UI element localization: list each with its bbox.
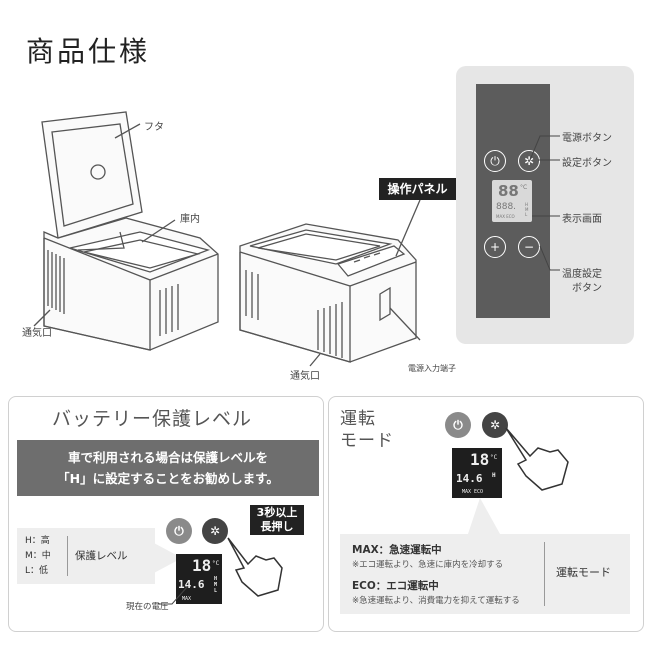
mode-lcd: 18 °C 14.6 H MAX ECO — [452, 448, 502, 498]
plus-icon: + — [489, 240, 501, 254]
control-panel-badge: 操作パネル — [379, 178, 456, 200]
power-input-label: 電源入力端子 — [408, 364, 456, 373]
vent-label-left: 通気口 — [22, 328, 52, 339]
long-press-badge: 3秒以上 長押し — [250, 505, 304, 535]
settings-button-battery[interactable]: ✲ — [202, 518, 228, 544]
minus-icon: − — [523, 240, 535, 254]
level-arrow — [152, 542, 182, 574]
voltage-leader-line — [158, 585, 189, 605]
battery-heading: バッテリー保護レベル — [52, 408, 253, 430]
cooler-illustration — [33, 111, 421, 367]
power-icon: ⏻ — [174, 524, 184, 538]
temp-down-button[interactable]: − — [518, 236, 540, 258]
power-button-battery[interactable]: ⏻ — [166, 518, 192, 544]
lid-label: フタ — [144, 122, 164, 133]
vent-label-right: 通気口 — [290, 371, 320, 382]
temp-button-label-1: 温度設定 — [562, 269, 602, 280]
mode-arrow — [468, 498, 500, 534]
panel-display: 88 °C 888. MAX ECO H M L — [492, 180, 532, 222]
voltage-label: 現在の電圧 — [126, 602, 169, 612]
settings-button-mode[interactable]: ✲ — [482, 412, 508, 438]
display-label: 表示画面 — [562, 214, 602, 225]
power-icon: ⏻ — [453, 418, 463, 432]
temp-up-button[interactable]: + — [484, 236, 506, 258]
gear-icon: ✲ — [489, 418, 501, 432]
max-mode-desc: ※エコ運転より、急速に庫内を冷却する — [352, 560, 504, 570]
hand-pointer-icon — [227, 537, 283, 597]
interior-label: 庫内 — [180, 214, 200, 225]
gear-icon: ✲ — [523, 154, 535, 168]
power-button-mode[interactable]: ⏻ — [445, 412, 471, 438]
gear-icon: ✲ — [209, 524, 221, 538]
temp-button-label-2: ボタン — [572, 283, 602, 294]
eco-mode-desc: ※急速運転より、消費電力を抑えて運転する — [352, 596, 520, 606]
panel-leader-lines — [530, 135, 560, 271]
power-button-label: 電源ボタン — [562, 133, 612, 144]
mode-side-label: 運転モード — [556, 566, 611, 579]
page-title: 商品仕様 — [26, 35, 151, 68]
mode-heading: 運転 モード — [340, 409, 394, 451]
protection-level-box: H：高 M：中 L：低 保護レベル — [17, 528, 155, 584]
eco-mode-title: ECO：エコ運転中 — [352, 580, 439, 592]
hand-pointer-icon-2 — [505, 427, 569, 491]
settings-button[interactable]: ✲ — [518, 150, 540, 172]
level-title: 保護レベル — [75, 550, 128, 562]
battery-lcd: 18 °C 14.6 H M L MAX — [176, 554, 222, 604]
power-icon: ⏻ — [490, 154, 500, 168]
mode-description-box: MAX：急速運転中 ※エコ運転より、急速に庫内を冷却する ECO：エコ運転中 ※… — [340, 534, 630, 614]
settings-button-label: 設定ボタン — [562, 158, 612, 169]
max-mode-title: MAX：急速運転中 — [352, 544, 442, 556]
level-list: H：高 M：中 L：低 — [25, 536, 51, 576]
battery-message: 車で利用される場合は保護レベルを 「H」に設定することをお勧めします。 — [17, 440, 319, 496]
power-button[interactable]: ⏻ — [484, 150, 506, 172]
